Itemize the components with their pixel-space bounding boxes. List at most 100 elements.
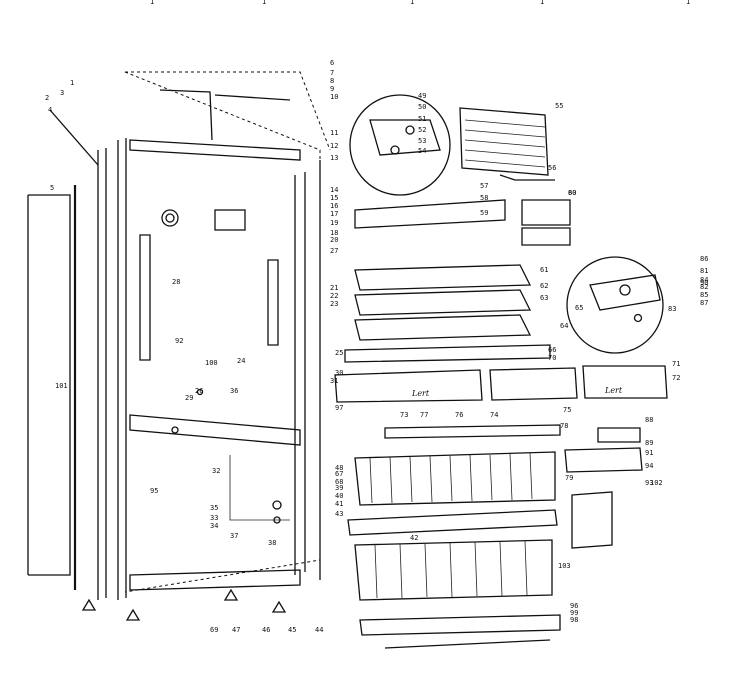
roller-detail bbox=[566, 256, 664, 354]
basket-wires bbox=[374, 540, 528, 599]
callout-82: 82 bbox=[700, 283, 708, 291]
fastener bbox=[273, 516, 281, 524]
callout-32: 32 bbox=[212, 467, 220, 475]
callout-37: 37 bbox=[230, 532, 238, 540]
crisper-cover bbox=[344, 344, 551, 363]
callout-49: 49 bbox=[418, 92, 426, 100]
callout-57: 57 bbox=[480, 182, 488, 190]
callout-93: 93 bbox=[645, 479, 653, 487]
screw bbox=[196, 388, 204, 396]
callout-27: 27 bbox=[330, 247, 338, 255]
cabinet-top-outline bbox=[125, 71, 331, 151]
callout-46: 46 bbox=[262, 626, 270, 634]
wire-shelf bbox=[354, 264, 532, 291]
header-fragment: 1 bbox=[410, 0, 414, 6]
callout-63: 63 bbox=[540, 294, 548, 302]
callout-95: 95 bbox=[150, 487, 158, 495]
cabinet-left-stile bbox=[97, 148, 107, 600]
callout-77: 77 bbox=[420, 411, 428, 419]
callout-87: 87 bbox=[700, 299, 708, 307]
callout-19: 19 bbox=[330, 219, 338, 227]
basket-wires bbox=[369, 452, 533, 504]
callout-55: 55 bbox=[555, 102, 563, 110]
roller-wheel bbox=[619, 284, 631, 296]
callout-15: 15 bbox=[330, 194, 338, 202]
callout-48: 48 bbox=[335, 464, 343, 472]
callout-33: 33 bbox=[210, 514, 218, 522]
left-rail-strip bbox=[139, 234, 151, 361]
callout-43: 43 bbox=[335, 510, 343, 518]
door-louvres bbox=[464, 119, 546, 168]
glass-shelf-frame bbox=[354, 199, 506, 229]
callout-13: 13 bbox=[330, 154, 338, 162]
callout-69: 69 bbox=[210, 626, 218, 634]
callout-92: 92 bbox=[175, 337, 183, 345]
callout-85: 85 bbox=[700, 291, 708, 299]
callout-3: 3 bbox=[60, 89, 64, 97]
callout-10: 10 bbox=[330, 93, 338, 101]
callout-53: 53 bbox=[418, 137, 426, 145]
basket-rail bbox=[384, 424, 561, 439]
callout-80: 80 bbox=[568, 189, 576, 197]
callout-25: 25 bbox=[335, 349, 343, 357]
callout-60: 60 bbox=[568, 189, 576, 197]
thermostat-hub bbox=[165, 213, 175, 223]
callout-44: 44 bbox=[315, 626, 323, 634]
callout-52: 52 bbox=[418, 126, 426, 134]
callout-96: 96 bbox=[570, 602, 578, 610]
meat-keeper-front bbox=[582, 365, 668, 399]
callout-101: 101 bbox=[55, 382, 68, 390]
vent-tube bbox=[49, 109, 99, 166]
callout-22: 22 bbox=[330, 292, 338, 300]
callout-28: 28 bbox=[172, 278, 180, 286]
cabinet-assembly bbox=[27, 71, 331, 621]
callout-35: 35 bbox=[210, 504, 218, 512]
callout-47: 47 bbox=[232, 626, 240, 634]
callout-38: 38 bbox=[268, 539, 276, 547]
callout-66: 66 bbox=[548, 346, 556, 354]
brand-script: Lert bbox=[411, 389, 430, 398]
crisper-front-left bbox=[334, 369, 483, 403]
ice-bin bbox=[564, 447, 643, 473]
detail-circle-top bbox=[349, 94, 451, 196]
callout-45: 45 bbox=[288, 626, 296, 634]
callout-99: 99 bbox=[570, 609, 578, 617]
callout-100: 100 bbox=[205, 359, 218, 367]
callout-67: 67 bbox=[335, 470, 343, 478]
leveling-foot bbox=[223, 588, 239, 601]
callout-73: 73 bbox=[400, 411, 408, 419]
header-fragments: 1 1 1 1 1 bbox=[150, 0, 690, 6]
callout-54: 54 bbox=[418, 147, 426, 155]
callout-90: 90 bbox=[700, 279, 708, 287]
callout-36: 36 bbox=[230, 387, 238, 395]
header-fragment: 1 bbox=[686, 0, 690, 6]
callout-7: 7 bbox=[330, 69, 334, 77]
callout-31: 31 bbox=[330, 377, 338, 385]
callout-18: 18 bbox=[330, 229, 338, 237]
header-fragment: 1 bbox=[150, 0, 154, 6]
callout-1: 1 bbox=[70, 79, 74, 87]
callout-76: 76 bbox=[455, 411, 463, 419]
callout-56: 56 bbox=[548, 164, 556, 172]
cabinet-top-rail bbox=[129, 139, 301, 161]
callout-24: 24 bbox=[237, 357, 245, 365]
kickplate-grille bbox=[359, 614, 561, 636]
top-cover bbox=[159, 89, 291, 141]
callout-51: 51 bbox=[418, 115, 426, 123]
roller-screw bbox=[633, 313, 643, 323]
cabinet-right-stile bbox=[294, 172, 306, 575]
callout-2: 2 bbox=[45, 94, 49, 102]
shelf-bracket bbox=[521, 227, 571, 246]
callout-94: 94 bbox=[645, 462, 653, 470]
callout-labels: 1234567891011121314151617181920212223242… bbox=[45, 59, 708, 634]
callout-16: 16 bbox=[330, 202, 338, 210]
wire-shelf bbox=[354, 289, 532, 316]
wire-shelf bbox=[354, 314, 532, 341]
callout-79: 79 bbox=[565, 474, 573, 482]
callout-70: 70 bbox=[548, 354, 556, 362]
callout-23: 23 bbox=[330, 300, 338, 308]
callout-72: 72 bbox=[672, 374, 680, 382]
callout-91: 91 bbox=[645, 449, 653, 457]
callout-11: 11 bbox=[330, 129, 338, 137]
